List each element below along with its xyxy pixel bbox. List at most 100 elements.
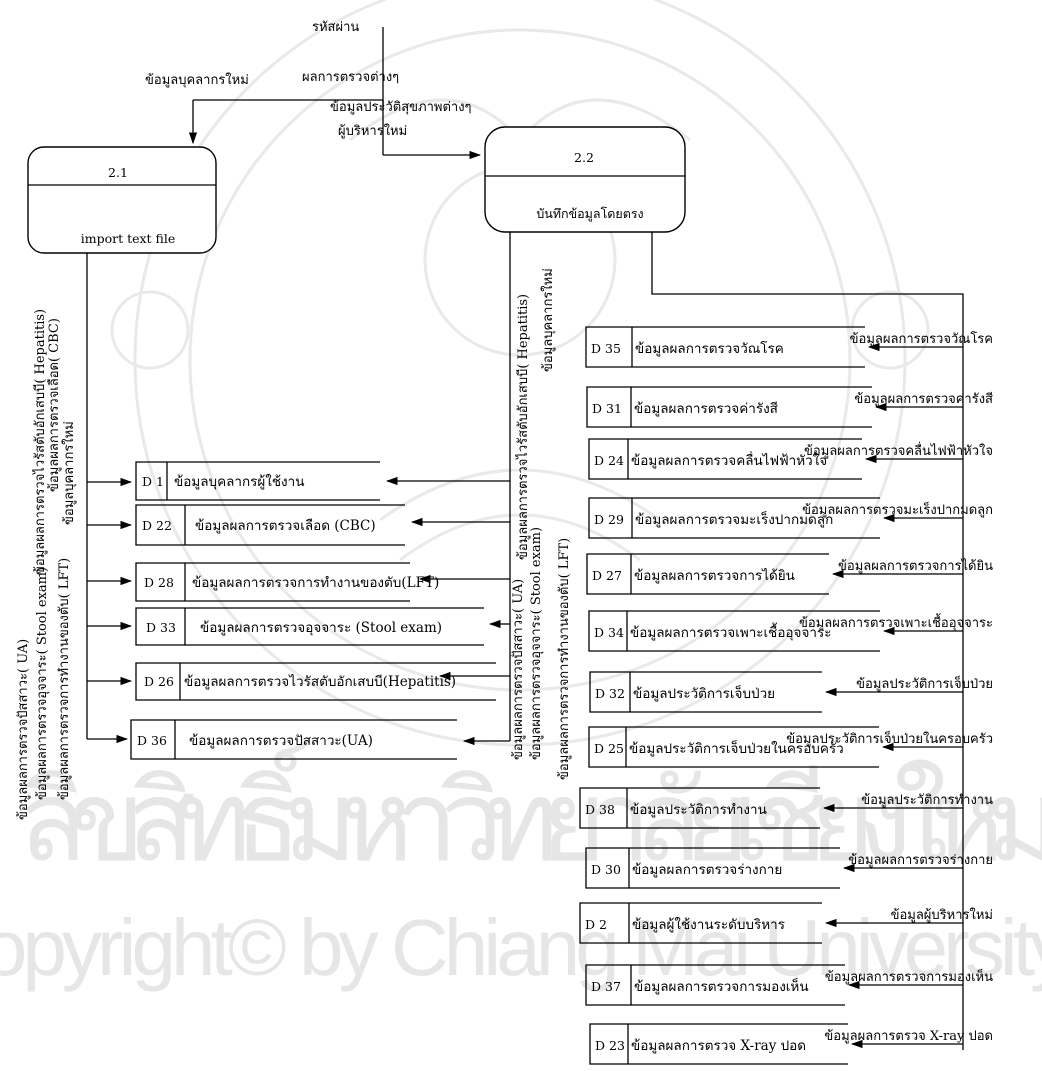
- store-name: ข้อมูลผลการตรวจ X-ray ปอด: [631, 1038, 806, 1054]
- store-name: ข้อมูลผลการตรวจการทำงานของตับ(LFT): [192, 575, 439, 591]
- vflow-label: ข้อมูลผลการตรวจอุจจาระ( Stool exam): [529, 527, 544, 760]
- store-name: ข้อมูลประวัติการทำงาน: [630, 802, 767, 818]
- data-store-outline: [588, 726, 879, 768]
- store-id: D 34: [594, 625, 624, 640]
- store-id: D 33: [146, 620, 176, 635]
- data-store-D22: [135, 504, 405, 546]
- store-name: ข้อมูลผลการตรวจไวรัสตับอักเสบบี(Hepatiti…: [184, 674, 456, 690]
- data-store-D1: [135, 461, 380, 501]
- data-store-outline: [579, 902, 822, 944]
- store-name: ข้อมูลผลการตรวจการมองเห็น: [634, 977, 809, 995]
- store-id: D 31: [592, 401, 622, 416]
- flow-label: ข้อมูลผลการตรวจ X-ray ปอด: [824, 1029, 993, 1044]
- flow-label-new-executive: ผู้บริหารใหม่: [338, 123, 407, 139]
- process-2-1: 2.1 import text file: [27, 146, 217, 254]
- data-store-D28: [135, 562, 410, 602]
- store-id: D 37: [591, 979, 621, 994]
- store-name: ข้อมูลผลการตรวจวัณโรค: [635, 340, 784, 357]
- store-name: ข้อมูลผลการตรวจปัสสาวะ(UA): [189, 733, 373, 749]
- vflow-label: ข้อมูลผลการตรวจอุจจาระ( Stool exam): [35, 567, 50, 800]
- store-name: ข้อมูลผลการตรวจอุจจาระ (Stool exam): [200, 620, 442, 636]
- data-store-D34: D 34 ข้อมูลผลการตรวจเพาะเชื้ออุจจาระข้อมู…: [588, 610, 993, 652]
- top-flows: [188, 27, 482, 160]
- store-name: ข้อมูลผลการตรวจร่างกาย: [632, 862, 782, 878]
- store-id: D 32: [595, 686, 625, 701]
- data-store-D29: D 29 ข้อมูลผลการตรวจมะเร็งปากมดลูกข้อมูลผ…: [588, 497, 993, 539]
- store-id: D 30: [591, 862, 621, 877]
- mid-trunk: [385, 232, 511, 746]
- store-id: D 36: [137, 733, 167, 748]
- store-id: D 28: [144, 575, 174, 590]
- store-name: ข้อมูลผลการตรวจเพาะเชื้ออุจจาระ: [630, 622, 831, 641]
- flow-label: ข้อมูลประวัติการเจ็บป่วย: [856, 674, 993, 692]
- left-stores: [130, 461, 496, 760]
- flow-label-new-personnel: ข้อมูลบุคลากรใหม่: [145, 72, 249, 88]
- mid-vertical-labels: ข้อมูลผลการตรวจไวรัสตับอักเสบบี( Hepatit…: [511, 268, 572, 780]
- vflow-label: ข้อมูลผลการตรวจไวรัสตับอักเสบบี( Hepatit…: [515, 294, 531, 560]
- flow-label: ข้อมูลผลการตรวจเพาะเชื้ออุจจาระ: [799, 613, 993, 631]
- flow-label: ข้อมูลผลการตรวจมะเร็งปากมดลูก: [802, 500, 993, 518]
- process-2-2-id: 2.2: [574, 150, 594, 165]
- data-store-outline: [588, 438, 862, 480]
- flow-label: ข้อมูลผลการตรวจร่างกาย: [848, 853, 993, 868]
- vflow-label: ข้อมูลบุคลากรใหม่: [61, 421, 77, 525]
- vflow-label: ข้อมูลผลการตรวจการทำงานของตับ( LFT): [557, 538, 572, 780]
- left-trunk: [86, 253, 133, 744]
- store-id: D 22: [142, 518, 172, 533]
- store-id: D 35: [591, 341, 621, 356]
- data-store-outline: [579, 787, 820, 829]
- data-store-D26: [135, 662, 496, 701]
- process-2-2: 2.2 บันทึกข้อมูลโดยตรง: [484, 126, 686, 233]
- data-store-outline: [589, 1023, 848, 1065]
- vflow-label: ข้อมูลผลการตรวจไวรัสตับอักเสบบี( Hepatit…: [32, 309, 48, 575]
- flow-label: ข้อมูลประวัติการทำงาน: [861, 793, 993, 808]
- store-name: ข้อมูลผลการตรวจมะเร็งปากมดลูก: [635, 510, 833, 528]
- store-name: ข้อมูลผลการตรวจค่ารังสี: [634, 401, 778, 417]
- right-trunk: [651, 232, 964, 1050]
- store-id: D 25: [594, 741, 624, 756]
- store-name: ข้อมูลผู้ใช้งานระดับบริหาร: [632, 916, 785, 933]
- store-id: D 29: [594, 512, 624, 527]
- store-id: D 1: [142, 474, 164, 489]
- flow-label: ข้อมูลผลการตรวจค่ารังสี: [854, 391, 993, 407]
- data-store-D33: [135, 607, 484, 646]
- store-id: D 38: [585, 802, 615, 817]
- data-store-D36: [130, 719, 457, 760]
- store-name: ข้อมูลประวัติการเจ็บป่วยในครอบครัว: [629, 739, 844, 757]
- vflow-label: ข้อมูลผลการตรวจเลือด( CBC): [46, 318, 62, 492]
- store-id: D 23: [595, 1038, 625, 1053]
- store-id: D 27: [592, 568, 622, 583]
- watermark-line-1: ลิขสิทธิ์มหาวิทยาลัยเชียงใหม่: [18, 741, 1042, 884]
- store-name: ข้อมูลประวัติการเจ็บป่วย: [633, 684, 775, 702]
- data-store-outline: [589, 671, 822, 713]
- store-name: ข้อมูลบุคลากรผู้ใช้งาน: [174, 473, 304, 490]
- data-store-outline: [588, 610, 880, 652]
- store-id: D 2: [585, 917, 607, 932]
- vflow-label: ข้อมูลผลการตรวจปัสสาวะ( UA): [511, 579, 526, 760]
- data-store-outline: [588, 497, 880, 539]
- store-name: ข้อมูลผลการตรวจคลื่นไฟฟ้าหัวใจ: [631, 451, 827, 469]
- vflow-label: ข้อมูลผลการตรวจการทำงานของตับ( LFT): [57, 558, 72, 800]
- data-store-outline: [585, 964, 845, 1006]
- store-id: D 24: [594, 453, 624, 468]
- process-2-1-id: 2.1: [108, 165, 128, 180]
- watermark-line-2: Copyright© by Chiang Mai University: [0, 903, 1042, 992]
- right-stores: D 35 ข้อมูลผลการตรวจวัณโรคข้อมูลผลการตรวจ…: [579, 326, 993, 1065]
- process-2-1-name: import text file: [81, 231, 176, 246]
- data-store-D24: D 24 ข้อมูลผลการตรวจคลื่นไฟฟ้าหัวใจข้อมูล…: [588, 438, 993, 480]
- vflow-label: ข้อมูลบุคลากรใหม่: [540, 268, 556, 372]
- flow-label: ข้อมูลผลการตรวจคลื่นไฟฟ้าหัวใจ: [804, 442, 993, 459]
- store-id: D 26: [144, 674, 174, 689]
- flow-label-health-history: ข้อมูลประวัติสุขภาพต่างๆ: [330, 100, 472, 115]
- store-name: ข้อมูลผลการตรวจการได้ยิน: [634, 568, 795, 584]
- flow-label: ข้อมูลผู้บริหารใหม่: [891, 907, 993, 923]
